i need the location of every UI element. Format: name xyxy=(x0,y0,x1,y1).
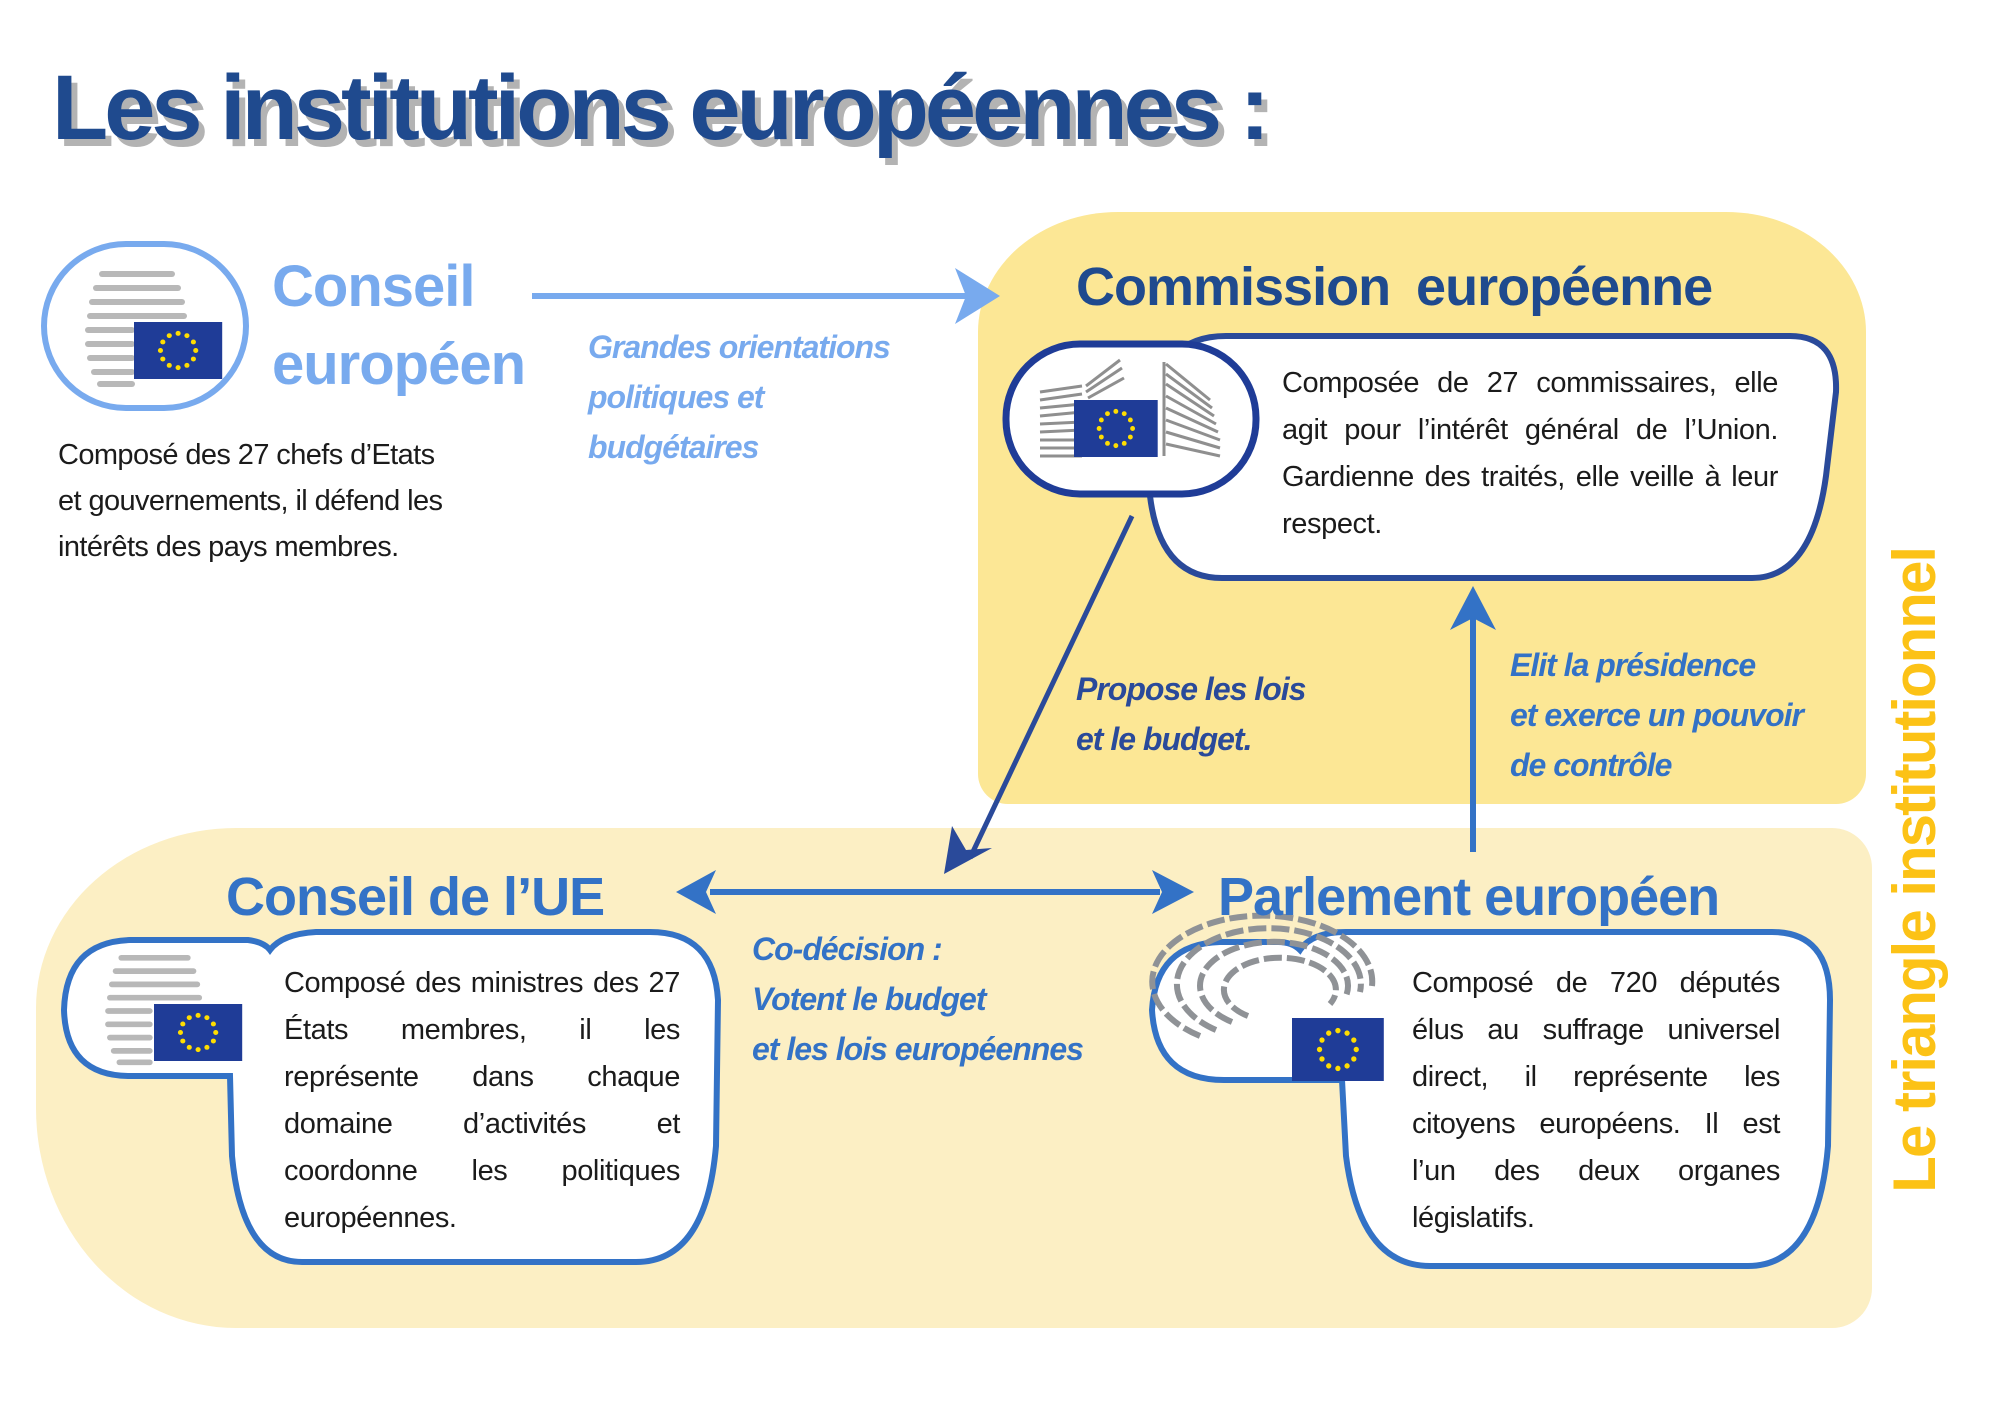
elit-label: Elit la présidence et exerce un pouvoir … xyxy=(1510,640,1804,790)
commission-bubble xyxy=(1002,333,1840,581)
eu-commission-building-icon xyxy=(1039,358,1221,458)
label-line: Elit la présidence xyxy=(1510,647,1756,683)
elit-arrow xyxy=(1450,586,1496,852)
page-title: Les institutions européennes : xyxy=(52,57,1270,159)
codecision-label: Co-décision : Votent le budget et les lo… xyxy=(752,924,1084,1074)
conseil-ue-bubble xyxy=(60,929,722,1265)
eu-parliament-hemicycle-icon xyxy=(1149,912,1376,1039)
eu-flag-icon xyxy=(154,1004,243,1061)
eu-flag-icon xyxy=(134,322,223,379)
conseil-europeen-name-line2: européen xyxy=(272,332,526,397)
description-line: Composé des 27 chefs d’Etats xyxy=(58,439,435,471)
parlement-title: Parlement européen xyxy=(1218,867,1720,927)
description-line: intérêts des pays membres. xyxy=(58,531,399,563)
eu-flag-icon xyxy=(1074,400,1158,457)
conseil-europeen-name-line1: Conseil xyxy=(272,254,476,319)
label-line: Co-décision : xyxy=(752,931,943,967)
label-line: et le budget. xyxy=(1076,721,1252,757)
conseil-europeen-name: Conseil européen xyxy=(272,248,526,404)
label-line: et exerce un pouvoir xyxy=(1510,697,1804,733)
commission-title: Commission européenne xyxy=(1076,257,1713,317)
label-line: Votent le budget xyxy=(752,981,986,1017)
codecision-double-arrow xyxy=(676,870,1194,914)
eu-flag-icon xyxy=(1292,1018,1384,1081)
description-line: et gouvernements, il défend les xyxy=(58,485,443,517)
parlement-description: Composé de 720 députés élus au suffrage … xyxy=(1412,967,1780,1234)
propose-label: Propose les lois et le budget. xyxy=(1076,664,1306,764)
label-line: budgétaires xyxy=(588,429,759,465)
conseil-ue-description: Composé des ministres des 27 États membr… xyxy=(284,967,680,1234)
label-line: politiques et xyxy=(588,379,764,415)
orientations-label: Grandes orientations politiques et budgé… xyxy=(588,322,891,472)
conseil-europeen-logo xyxy=(41,241,249,411)
label-line: Propose les lois xyxy=(1076,671,1306,707)
parlement-bubble xyxy=(1148,912,1834,1269)
label-line: de contrôle xyxy=(1510,747,1672,783)
commission-description: Composée de 27 commissaires, elle agit p… xyxy=(1282,367,1778,540)
conseil-europeen-description: Composé des 27 chefs d’Etats et gouverne… xyxy=(58,432,498,570)
label-line: et les lois européennes xyxy=(752,1031,1084,1067)
conseil-ue-title: Conseil de l’UE xyxy=(226,867,605,927)
propose-arrow xyxy=(944,514,1135,874)
orientations-arrow xyxy=(532,268,1000,324)
label-line: Grandes orientations xyxy=(588,329,891,365)
